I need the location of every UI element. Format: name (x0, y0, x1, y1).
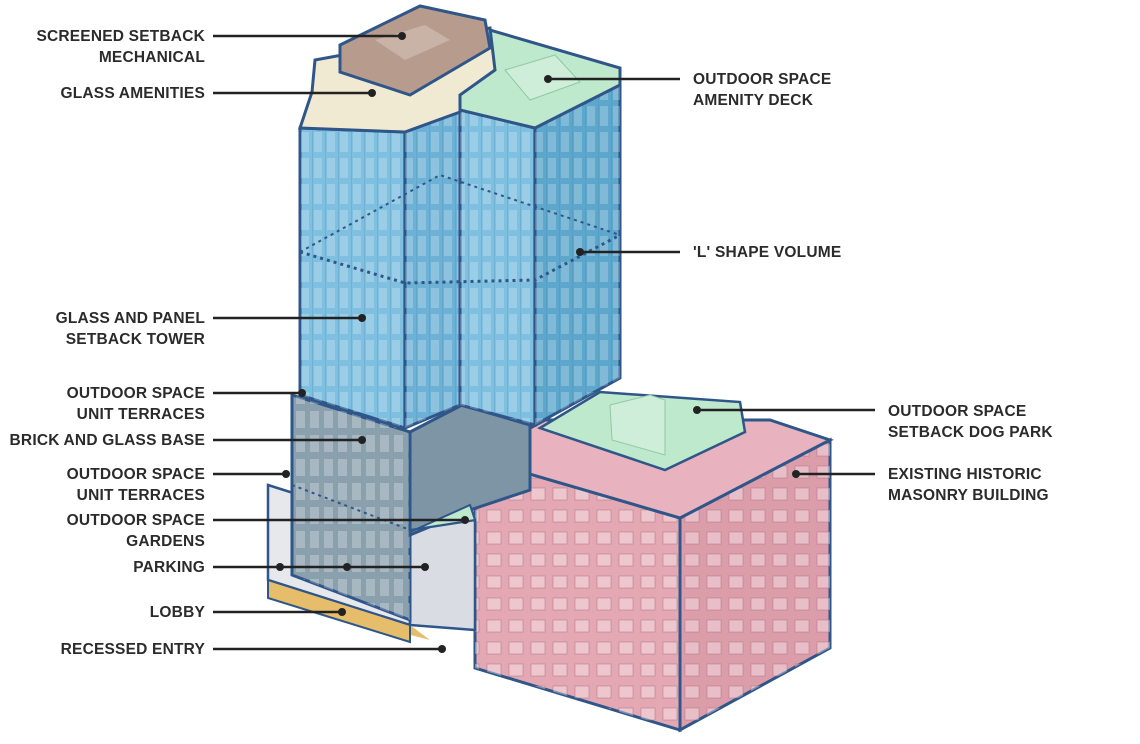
label-l-shape-volume: 'L' SHAPE VOLUME (693, 244, 842, 261)
leader-lines (213, 34, 875, 651)
label-recessed-entry: RECESSED ENTRY (60, 641, 205, 658)
label-parking: PARKING (133, 559, 205, 576)
label-brick-and-glass-base: BRICK AND GLASS BASE (9, 432, 205, 449)
leader-dots (276, 32, 800, 653)
label-lobby: LOBBY (149, 604, 205, 621)
historic-masonry-building (471, 418, 834, 733)
brick-glass-base (290, 392, 532, 623)
glass-tower-left-wing (298, 109, 462, 431)
label-glass-amenities: GLASS AMENITIES (60, 85, 205, 102)
screened-mechanical (338, 4, 492, 97)
